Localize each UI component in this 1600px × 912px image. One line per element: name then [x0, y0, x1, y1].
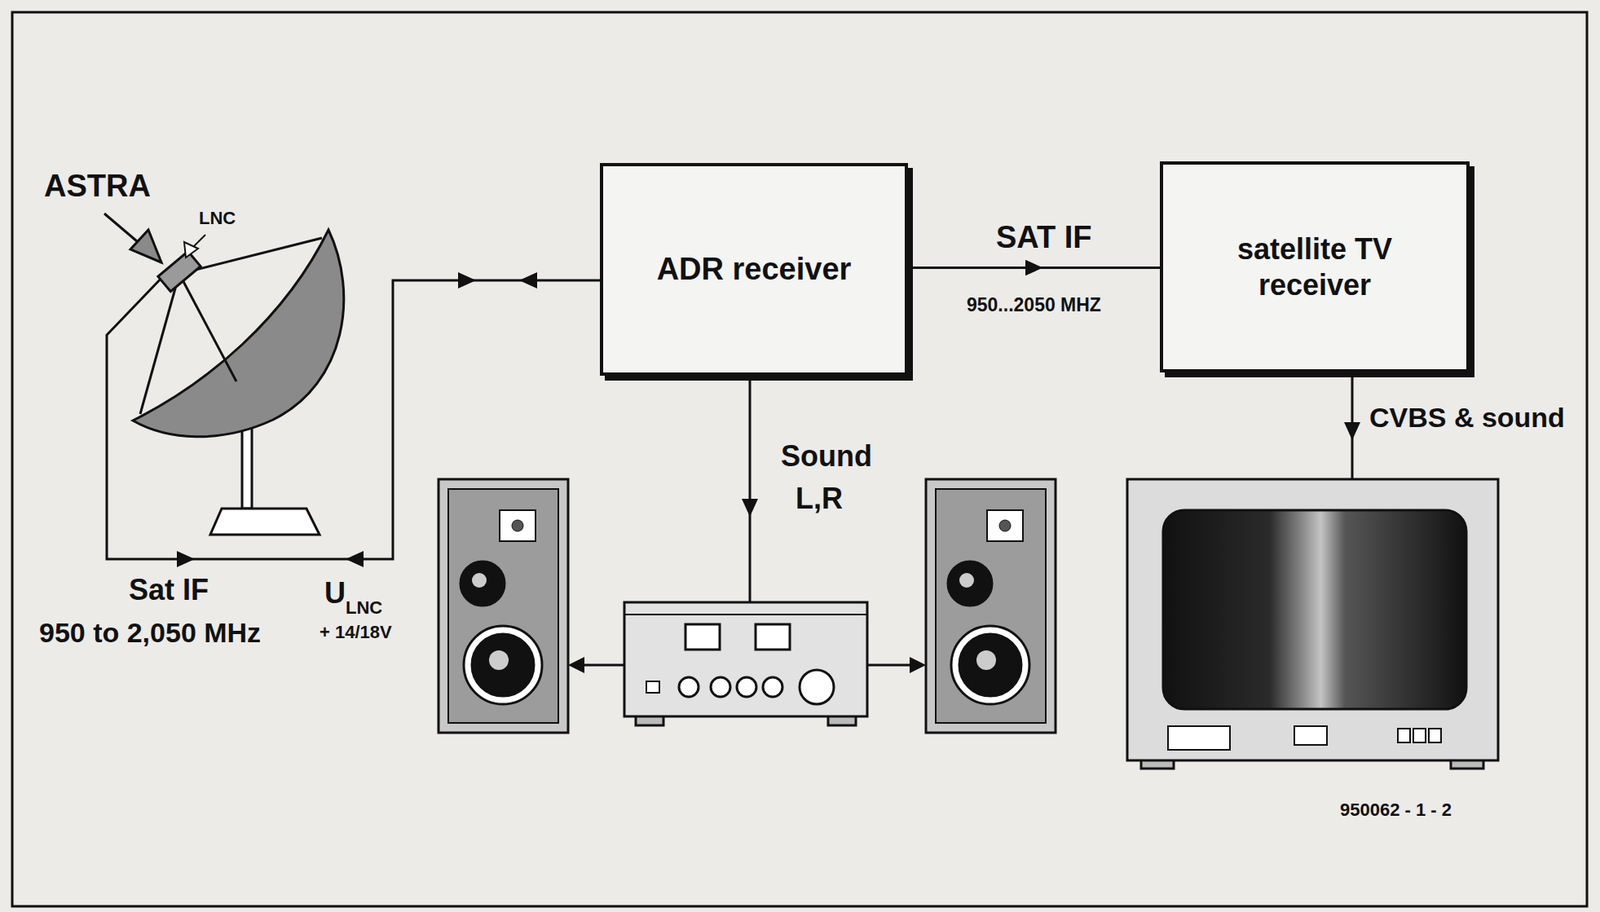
video-cable-part — [1344, 422, 1361, 441]
satellite-dish-part — [179, 238, 322, 274]
speaker-right-part — [947, 561, 992, 606]
satellite-dish-part — [179, 273, 237, 382]
lnc-pointer-part — [184, 242, 199, 258]
amplifier-part — [762, 677, 783, 697]
television-part — [1397, 728, 1411, 743]
voltage-subscript: LNC — [345, 598, 383, 618]
cable-arrow-part — [519, 272, 538, 289]
speaker-left-part — [511, 520, 524, 532]
speaker-left-part — [499, 510, 536, 542]
channel-name: L,R — [795, 482, 843, 516]
speaker-cable-part — [580, 664, 625, 667]
amplifier-part — [624, 602, 868, 717]
box-label: satellite TV receiver — [1204, 231, 1425, 302]
television-part — [1428, 728, 1442, 743]
amplifier-part — [646, 681, 660, 693]
television — [1127, 479, 1499, 769]
cable-arrow-part — [176, 550, 195, 568]
amplifier-part — [736, 677, 757, 697]
satellite-dish-part — [140, 273, 180, 415]
amplifier-part — [710, 677, 731, 697]
speaker-left-part — [463, 625, 543, 705]
frame — [12, 12, 1587, 907]
speaker-right-part — [976, 650, 997, 670]
signal-connector — [907, 266, 1160, 269]
lnc-pointer — [184, 234, 206, 258]
television-part — [1294, 726, 1327, 745]
speaker-left-part — [471, 634, 534, 697]
satellite-dish-part — [132, 229, 344, 437]
satellite-dish-part — [210, 508, 320, 535]
cable-arrow-part — [458, 272, 477, 289]
speaker-right-part — [959, 573, 975, 588]
astra-pointer-part — [130, 229, 162, 263]
video-cable — [1344, 358, 1361, 480]
television-part — [1127, 479, 1499, 761]
amplifier-part — [799, 669, 834, 705]
voltage-value: + 14/18V — [319, 622, 393, 643]
callout-label: LNC — [198, 208, 236, 229]
speaker-right-part — [925, 479, 1056, 733]
sound-cable-part — [741, 498, 759, 517]
frequency-range: 950 to 2,050 MHz — [39, 617, 261, 648]
speaker-cable-part — [909, 656, 926, 674]
speaker-left-part — [438, 479, 569, 733]
astra-pointer-part — [104, 213, 137, 242]
speaker-left-part — [489, 650, 509, 670]
amplifier-part — [755, 624, 790, 650]
astra-pointer — [104, 213, 162, 263]
signal-name: CVBS & sound — [1369, 402, 1565, 433]
speaker-right-part — [935, 489, 1046, 723]
frequency-range: 950...2050 MHZ — [966, 295, 1102, 316]
satellite-name: ASTRA — [44, 169, 151, 204]
sound-cable-part — [749, 358, 752, 603]
signal-name: Sound — [780, 440, 873, 473]
amplifier-part — [624, 613, 868, 616]
connector-label: SAT IF — [996, 220, 1093, 256]
speaker-right-part — [999, 520, 1011, 532]
satellite-dish — [132, 229, 344, 535]
speaker-cable-part — [867, 664, 913, 667]
video-cable-part — [1351, 358, 1354, 480]
speaker-left-part — [448, 489, 559, 723]
lnc-pointer-part — [193, 234, 206, 247]
television-part — [1413, 728, 1426, 743]
sound-cable — [741, 358, 759, 603]
amplifier — [624, 602, 868, 726]
speaker-left — [438, 479, 569, 733]
speaker-right-part — [987, 510, 1023, 542]
figure-number: 950062 - 1 - 2 — [1339, 800, 1452, 820]
speaker-left-part — [471, 573, 487, 588]
television-part — [1168, 726, 1230, 750]
speaker-right-part — [959, 634, 1022, 697]
speaker-right — [925, 479, 1056, 733]
amplifier-part — [678, 677, 699, 697]
receiver-box: satellite TV receiver — [1159, 161, 1470, 373]
box-label: ADR receiver — [656, 251, 852, 289]
cable-arrow-part — [345, 550, 364, 568]
amplifier-part — [685, 624, 720, 650]
television-part — [1163, 510, 1467, 710]
speaker-left-part — [460, 561, 505, 606]
receiver-box: ADR receiver — [599, 163, 908, 376]
signal-name: Sat IF — [128, 573, 209, 607]
satellite-dish-part — [158, 251, 201, 291]
speaker-cable-part — [568, 656, 585, 674]
voltage-symbol: U — [324, 577, 346, 610]
speaker-right-part — [951, 625, 1030, 705]
